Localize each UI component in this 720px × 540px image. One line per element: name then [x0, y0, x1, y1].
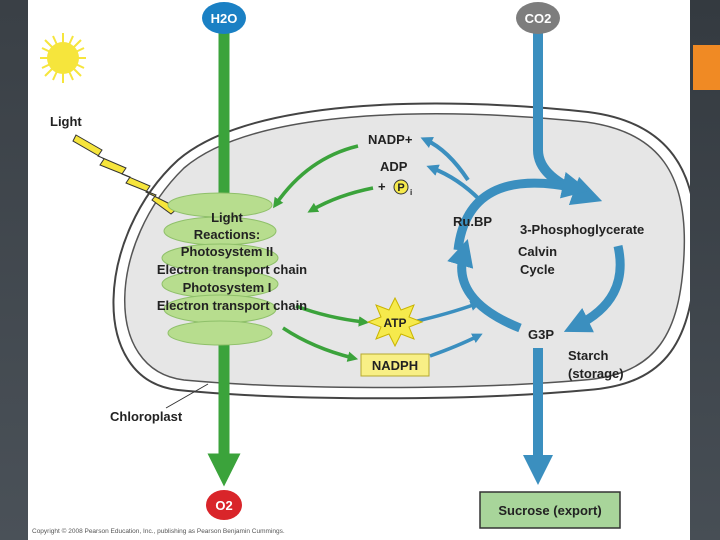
h2o-node: [202, 2, 246, 34]
calvin-label-2: Cycle: [520, 262, 555, 277]
sun-icon: [40, 33, 86, 83]
thylakoid-stack: [161, 192, 279, 346]
calvin-to-nadp-arrow: [420, 137, 470, 182]
rubp-label: Ru.BP: [453, 214, 492, 229]
calvin-to-adp-arrow: [426, 164, 482, 202]
sucrose-label: Sucrose (export): [498, 503, 601, 518]
adp-return-arrow: [307, 186, 374, 213]
sucrose-box: [479, 491, 621, 529]
nadp-label: NADP+: [368, 132, 413, 147]
nadph-to-calvin-arrow: [429, 333, 483, 358]
nadp-return-arrow: [273, 144, 359, 209]
phosphate-label: P: [397, 182, 404, 194]
lr-line-4: Electron transport chain: [157, 262, 307, 277]
accent-bar: [693, 45, 720, 90]
atp-output-arrow: [295, 304, 370, 327]
calvin-label-1: Calvin: [518, 244, 557, 259]
phosphate-subscript: i: [410, 188, 412, 197]
starch-label-1: Starch: [568, 348, 609, 363]
lr-line-1: Light: [211, 210, 243, 225]
co2-node: [516, 2, 560, 34]
h2o-label: H2O: [211, 11, 238, 26]
copyright-notice: Copyright © 2008 Pearson Education, Inc.…: [32, 528, 285, 535]
calvin-arc-right: [563, 245, 625, 333]
light-label: Light: [50, 114, 82, 129]
plus-label: +: [378, 179, 386, 194]
lr-line-5: Photosystem I: [183, 280, 272, 295]
left-frame: [0, 0, 28, 540]
right-frame: [690, 0, 720, 540]
calvin-arc-top: [453, 171, 590, 251]
light-reactions-label: Light Reactions: Photosystem II Electron…: [157, 210, 307, 313]
nadph-label: NADPH: [372, 358, 418, 373]
slide: H2O CO2 O2 ATP NADPH Sucrose (export) Li…: [28, 0, 690, 540]
light-bolt-icon: [72, 134, 179, 215]
lr-line-2: Reactions:: [194, 227, 260, 242]
three-pga-label: 3-Phosphoglycerate: [520, 222, 644, 237]
photosynthesis-diagram: H2O CO2 O2 ATP NADPH Sucrose (export) Li…: [40, 2, 690, 529]
o2-label: O2: [215, 498, 232, 513]
adp-label: ADP: [380, 159, 408, 174]
atp-label: ATP: [383, 316, 406, 330]
atp-burst: [366, 296, 424, 348]
phosphate-circle: [393, 179, 409, 195]
lr-line-3: Photosystem II: [181, 244, 273, 259]
calvin-arc-left: [447, 239, 522, 333]
o2-node: [206, 490, 242, 520]
nadph-output-arrow: [282, 326, 359, 362]
chloroplast-label: Chloroplast: [110, 409, 183, 424]
co2-label: CO2: [525, 11, 552, 26]
chloroplast-leader-line: [165, 383, 209, 409]
nadph-box: [360, 353, 430, 377]
g3p-label: G3P: [528, 327, 554, 342]
starch-label-2: (storage): [568, 366, 624, 381]
lr-line-6: Electron transport chain: [157, 298, 307, 313]
